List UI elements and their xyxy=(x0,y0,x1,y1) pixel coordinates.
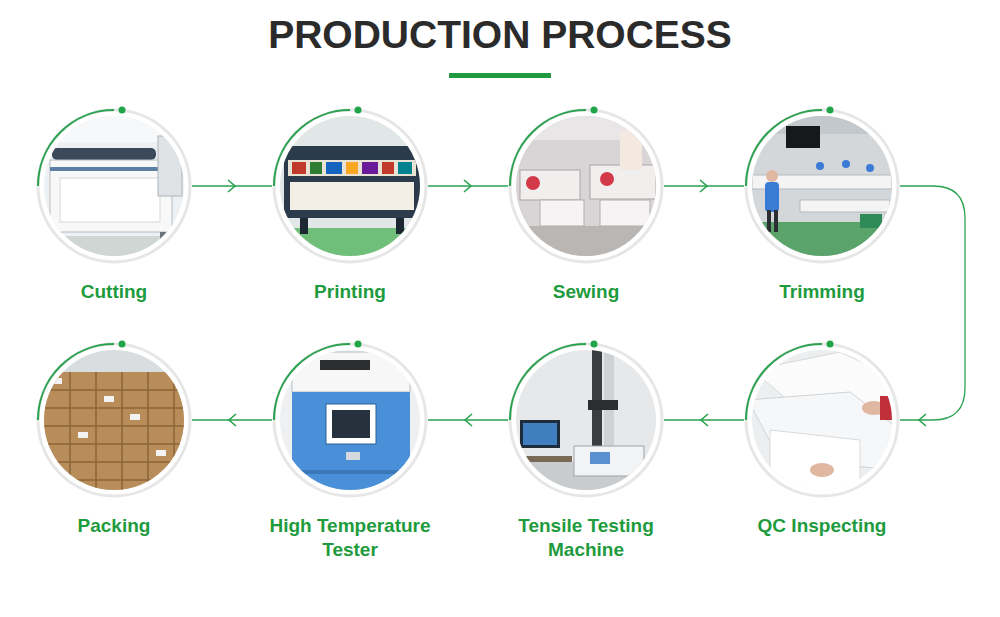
cutting-photo xyxy=(40,112,190,266)
oven-photo xyxy=(276,346,426,496)
connector-line xyxy=(192,185,272,186)
step-label: Sewing xyxy=(486,280,686,304)
step-label: QC Inspecting xyxy=(722,514,922,538)
connector-line xyxy=(428,185,508,186)
tensile-photo xyxy=(512,346,662,498)
step-label: Printing xyxy=(250,280,450,304)
arrow-chevron xyxy=(919,414,926,426)
process-circle: QC Inspecting xyxy=(744,342,900,498)
trimming-photo xyxy=(748,112,898,264)
process-circle: Packing xyxy=(36,342,192,498)
connector-line xyxy=(664,419,744,420)
process-circle: Tensile Testing Machine xyxy=(508,342,664,498)
process-circle: Cutting xyxy=(36,108,192,264)
process-circle: High Temperature Tester xyxy=(272,342,428,498)
step-label: Trimming xyxy=(722,280,922,304)
connector-line xyxy=(664,185,744,186)
packing-photo xyxy=(40,346,194,496)
connector-line xyxy=(428,419,508,420)
printing-photo xyxy=(276,112,426,264)
qc-photo xyxy=(748,346,900,500)
flow-connector xyxy=(428,414,508,426)
process-circle: Trimming xyxy=(744,108,900,264)
step-label: Packing xyxy=(14,514,214,538)
process-circle: Sewing xyxy=(508,108,664,264)
title-underline xyxy=(449,73,551,78)
flow-connector xyxy=(664,180,744,192)
arrow-chevron xyxy=(464,180,471,192)
arrow-chevron xyxy=(465,414,472,426)
step-label: Cutting xyxy=(14,280,214,304)
diagram-title: PRODUCTION PROCESS xyxy=(0,12,1000,58)
arrow-chevron xyxy=(228,180,235,192)
arrow-chevron xyxy=(701,414,708,426)
step-label: Tensile Testing Machine xyxy=(486,514,686,562)
arrow-chevron xyxy=(700,180,707,192)
flow-connector xyxy=(664,414,744,426)
connector-line xyxy=(192,419,272,420)
arrow-chevron xyxy=(229,414,236,426)
process-circle: Printing xyxy=(272,108,428,264)
sewing-photo xyxy=(512,112,662,266)
ring-dots xyxy=(119,107,834,348)
flow-connector xyxy=(428,180,508,192)
flow-connector xyxy=(192,180,272,192)
connector-line xyxy=(900,186,965,420)
step-label: High Temperature Tester xyxy=(250,514,450,562)
flow-connector xyxy=(192,414,272,426)
flow-connector xyxy=(900,186,965,426)
